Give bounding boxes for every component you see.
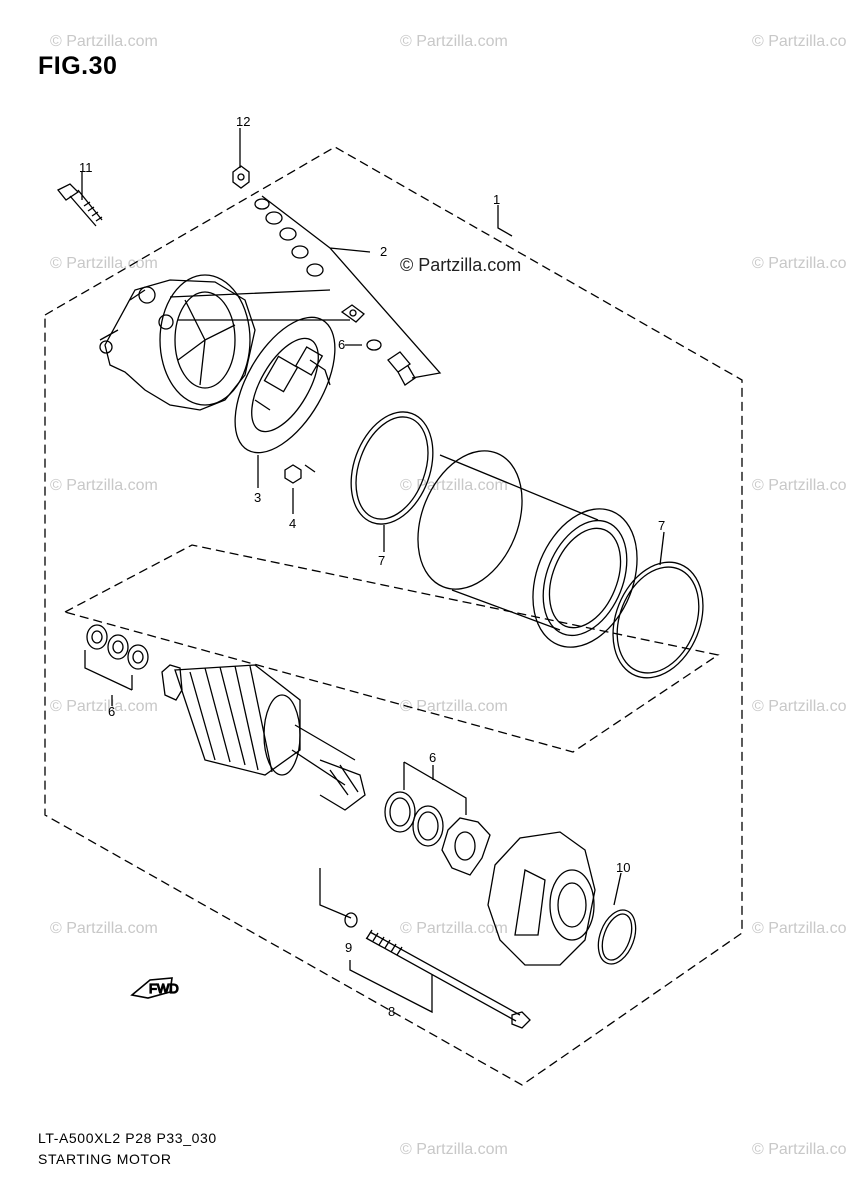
washer-part xyxy=(107,634,129,660)
watermark: © Partzilla.com xyxy=(752,698,846,715)
brush-holder-part xyxy=(234,316,336,454)
washer-part xyxy=(344,912,358,928)
watermark-center: © Partzilla.com xyxy=(400,255,522,275)
lock-washer-part xyxy=(441,817,491,876)
watermark: © Partzilla.com xyxy=(752,477,846,494)
o-ring-part xyxy=(597,909,637,965)
nut-part xyxy=(232,165,250,189)
callout-number: 6 xyxy=(429,750,436,765)
bolt-part xyxy=(56,183,103,227)
armature-part xyxy=(161,664,366,811)
rear-cover-part xyxy=(99,274,256,411)
watermark: © Partzilla.com xyxy=(752,1141,846,1158)
watermark: © Partzilla.com xyxy=(50,477,158,494)
washer-set-part xyxy=(254,198,324,277)
callout-number: 4 xyxy=(289,516,296,531)
armature-group-outline xyxy=(64,544,720,753)
callout-number: 6 xyxy=(338,337,345,352)
front-cover-part xyxy=(487,831,596,966)
watermark: © Partzilla.com xyxy=(752,255,846,272)
callout-number: 1 xyxy=(493,192,500,207)
callout-number: 12 xyxy=(236,114,250,129)
fwd-arrow-icon xyxy=(130,977,173,999)
callout-number: 8 xyxy=(388,1004,395,1019)
yoke-part xyxy=(417,450,638,648)
section-name-line: STARTING MOTOR xyxy=(38,1151,172,1167)
watermark: © Partzilla.com xyxy=(50,920,158,937)
watermark: © Partzilla.com xyxy=(50,255,158,272)
watermark: © Partzilla.com xyxy=(752,920,846,937)
watermark: © Partzilla.com xyxy=(752,33,846,50)
callout-number: 7 xyxy=(378,553,385,568)
o-ring-part xyxy=(350,411,434,525)
callout-number: 10 xyxy=(616,860,630,875)
watermark: © Partzilla.com xyxy=(400,920,508,937)
washer-part xyxy=(127,644,149,670)
callout-number: 6 xyxy=(108,704,115,719)
o-ring-part xyxy=(366,339,382,351)
svg-text:FWD: FWD xyxy=(149,981,179,996)
assembly-outline xyxy=(44,146,743,1086)
through-bolt-part xyxy=(349,929,531,1029)
watermark: © Partzilla.com xyxy=(400,33,508,50)
washer-part xyxy=(412,805,444,847)
callout-number: 2 xyxy=(380,244,387,259)
washer-part xyxy=(384,791,416,833)
watermark: © Partzilla.com xyxy=(50,33,158,50)
washer-part xyxy=(86,624,108,650)
nut-part xyxy=(284,464,302,484)
watermark: © Partzilla.com xyxy=(400,698,508,715)
callout-number: 11 xyxy=(79,160,93,175)
callout-number: 9 xyxy=(345,940,352,955)
callout-number: 7 xyxy=(658,518,665,533)
model-code-line: LT-A500XL2 P28 P33_030 xyxy=(38,1130,217,1146)
o-ring-part xyxy=(612,561,704,679)
watermark: © Partzilla.com xyxy=(50,698,158,715)
figure-title: FIG.30 xyxy=(38,52,118,80)
watermark: © Partzilla.com xyxy=(400,1141,508,1158)
callout-number: 3 xyxy=(254,490,261,505)
